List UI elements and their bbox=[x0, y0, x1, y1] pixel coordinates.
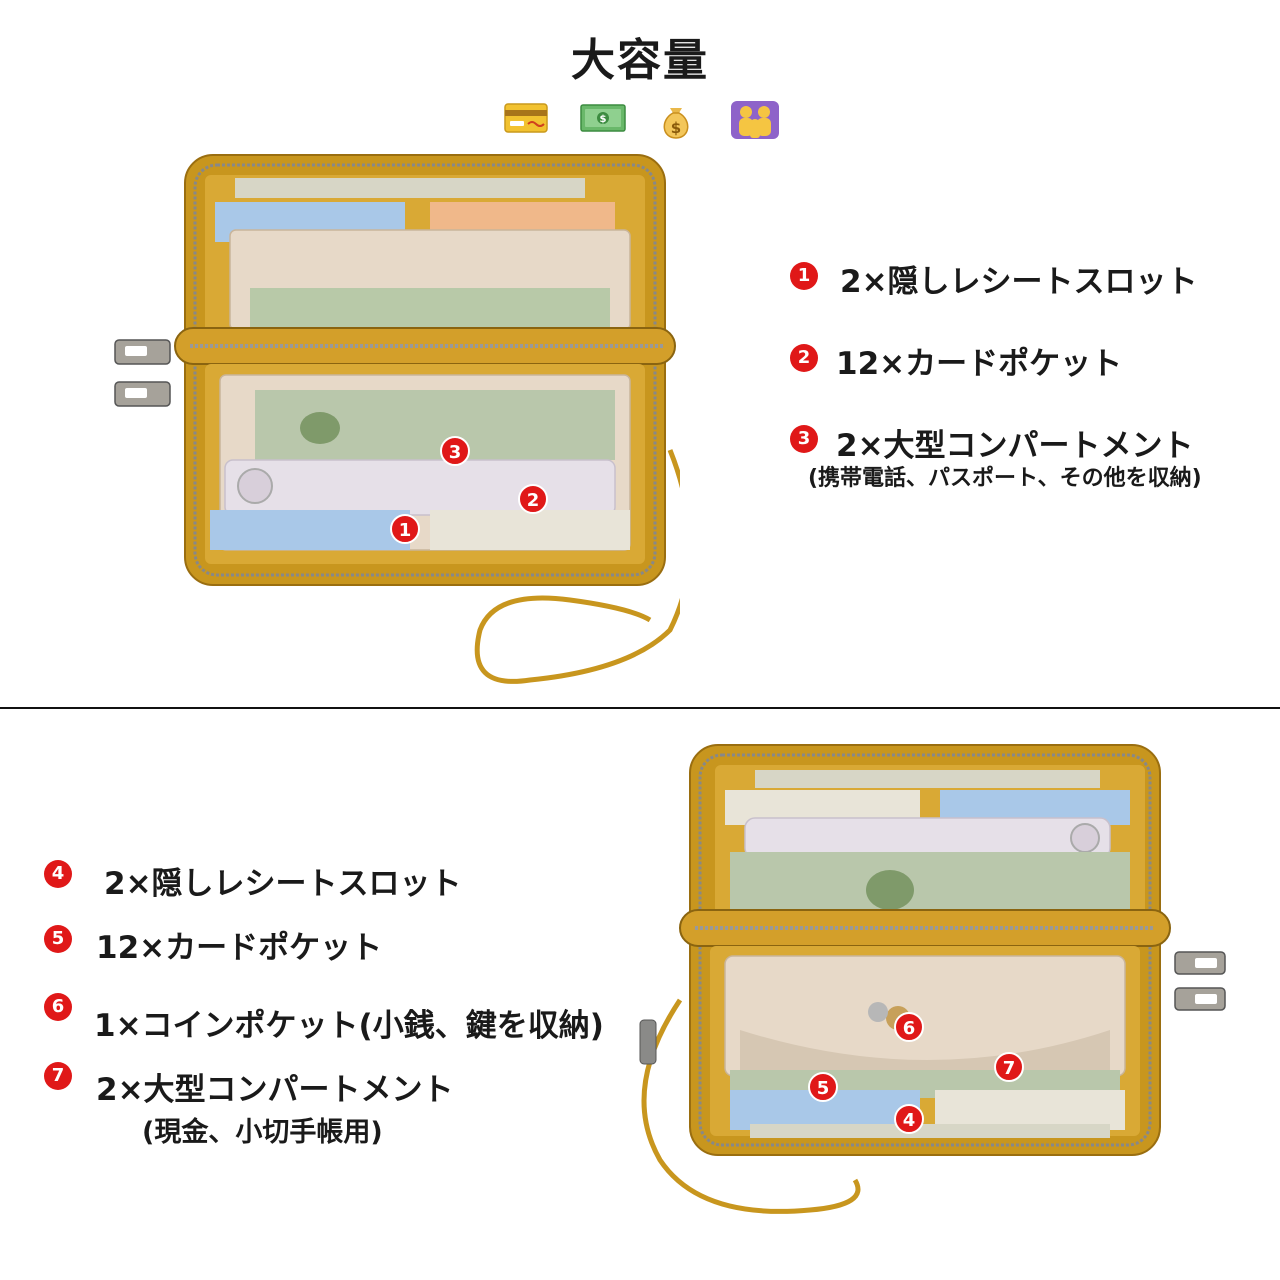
feature-compartments-note: (携帯電話、パスポート、その他を収納) bbox=[808, 466, 1202, 491]
feature-badge: 7 bbox=[44, 1062, 72, 1090]
feature-badge: 5 bbox=[44, 925, 72, 953]
wallet-image-top bbox=[110, 150, 707, 694]
family-icon bbox=[730, 100, 780, 144]
feature-badge: 2 bbox=[790, 344, 818, 372]
marker-card-pockets: 2 bbox=[518, 484, 548, 514]
feature-large-compartments: 2×大型コンパートメント bbox=[96, 1072, 454, 1108]
feature-badge: 4 bbox=[44, 860, 72, 888]
marker-compartment: 3 bbox=[440, 436, 470, 466]
feature-card-pockets: 12×カードポケット bbox=[96, 930, 383, 966]
marker-receipt-slot: 1 bbox=[390, 514, 420, 544]
svg-text:$: $ bbox=[600, 114, 607, 125]
page-title: 大容量 bbox=[571, 35, 709, 86]
svg-text:$: $ bbox=[671, 119, 681, 137]
feature-card-pockets: 12×カードポケット bbox=[836, 346, 1123, 382]
feature-badge: 6 bbox=[44, 993, 72, 1021]
section-divider bbox=[0, 707, 1280, 709]
marker-coin-pocket: 6 bbox=[894, 1012, 924, 1042]
feature-badge: 3 bbox=[790, 425, 818, 453]
money-bag-icon: $ bbox=[656, 100, 696, 144]
marker-compartment: 7 bbox=[994, 1052, 1024, 1082]
feature-compartments-note: (現金、小切手帳用) bbox=[142, 1117, 383, 1148]
feature-badge: 1 bbox=[790, 262, 818, 290]
marker-card-pockets: 5 bbox=[808, 1072, 838, 1102]
icon-row: $ $ bbox=[500, 100, 780, 140]
wallet-image-bottom bbox=[630, 740, 1230, 1264]
marker-receipt-slot: 4 bbox=[894, 1104, 924, 1134]
banknote-icon: $ bbox=[580, 100, 626, 140]
feature-receipt-slots: 2×隠しレシートスロット bbox=[104, 866, 462, 902]
feature-receipt-slots: 2×隠しレシートスロット bbox=[840, 264, 1198, 300]
feature-coin-pocket: 1×コインポケット(小銭、鍵を収納) bbox=[94, 1008, 604, 1044]
credit-card-icon bbox=[504, 100, 548, 140]
feature-large-compartments: 2×大型コンパートメント bbox=[836, 428, 1194, 464]
